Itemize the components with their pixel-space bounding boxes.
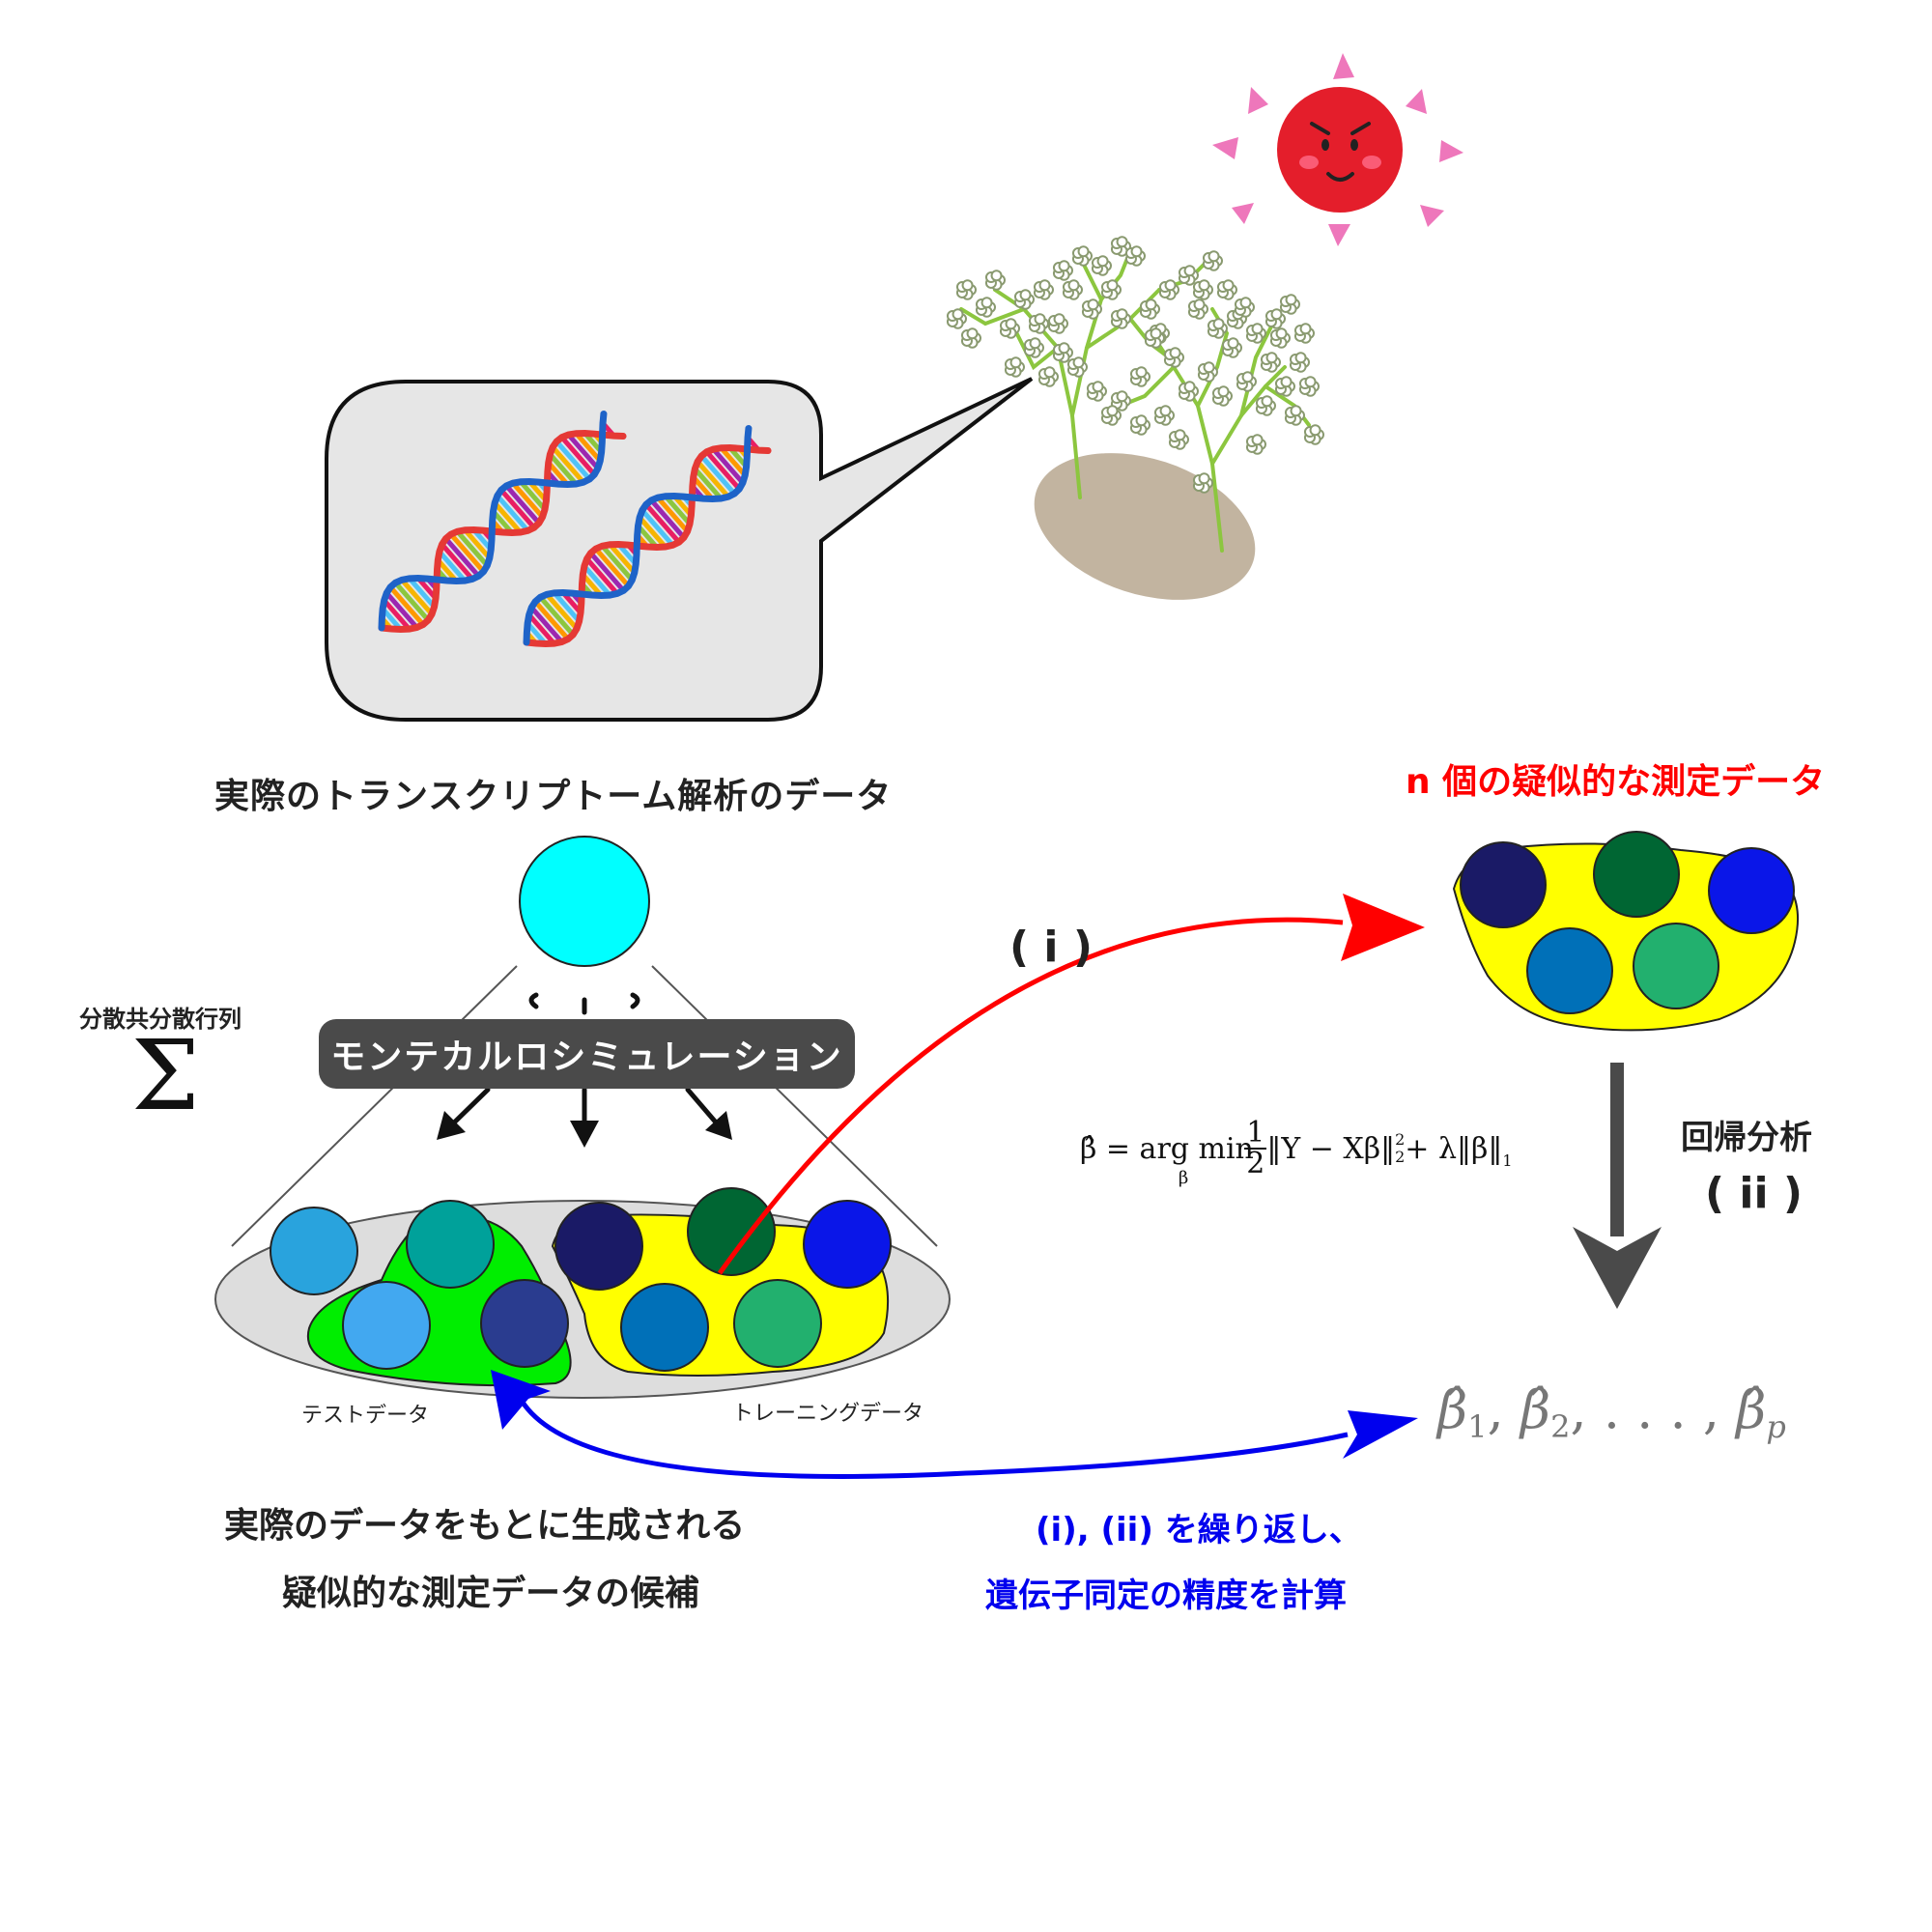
pseudo-data-cluster	[1452, 831, 1799, 1032]
sample-circle	[687, 1187, 776, 1276]
formula-sub: β	[1178, 1168, 1189, 1188]
beta-index-2: 2	[1550, 1408, 1571, 1445]
sample-circle	[1526, 927, 1613, 1014]
pseudo-data-label: n 個の疑似的な測定データ	[1406, 762, 1826, 802]
sigma-symbol: Σ	[131, 1019, 200, 1132]
formula-l1-term: + λ‖β‖	[1405, 1131, 1503, 1166]
sample-circle	[803, 1200, 892, 1289]
cone-line-right	[651, 965, 938, 1247]
repeat-label-line1: (i), (ii) を繰り返し、	[1036, 1511, 1362, 1549]
formula-lhs: β̂ = arg min	[1080, 1131, 1254, 1166]
candidates-label-line2: 疑似的な測定データの候補	[282, 1574, 700, 1613]
step-ii-label: ( ii )	[1705, 1169, 1804, 1218]
sample-circle	[1633, 923, 1719, 1009]
covariance-label: 分散共分散行列	[79, 1006, 242, 1033]
comma: ,	[1487, 1379, 1520, 1440]
formula-sq-sub: 2	[1395, 1148, 1406, 1166]
sample-circle	[554, 1202, 643, 1291]
monte-carlo-label: モンテカルロシミュレーション	[319, 1019, 855, 1089]
regression-label: 回帰分析	[1681, 1119, 1812, 1157]
lasso-formula: β̂ = arg minβ 1 2 ‖Y − Xβ‖ 2 2 + λ‖β‖1	[1080, 1116, 1513, 1189]
sample-circle	[342, 1281, 431, 1370]
repeat-arrow	[491, 1370, 1418, 1479]
step-i-label: ( i )	[1009, 923, 1093, 972]
step-ii-arrow	[1573, 1063, 1662, 1309]
sample-circle	[480, 1279, 569, 1368]
candidates-label-line1: 実際のデータをもとに生成される	[224, 1506, 746, 1546]
source-data-circle	[519, 836, 650, 967]
beta-index-1: 1	[1467, 1408, 1488, 1445]
formula-frac-num: 1	[1244, 1116, 1267, 1150]
sun-icon	[1212, 53, 1463, 246]
training-data-label: トレーニングデータ	[732, 1402, 924, 1426]
beta-hat-p: β̂	[1736, 1379, 1767, 1440]
formula-l1-sub: 1	[1502, 1151, 1513, 1170]
dna-icon	[378, 410, 627, 633]
step-i-arrow	[717, 894, 1425, 1275]
beta-hat-1: β̂	[1437, 1379, 1468, 1440]
plant-icon	[946, 236, 1324, 600]
speech-bubble	[325, 377, 1034, 722]
sample-circles	[270, 1187, 892, 1372]
sample-circle	[733, 1279, 822, 1368]
beta-index-p: p	[1766, 1408, 1786, 1445]
cone-line-left	[231, 965, 518, 1247]
formula-frac-den: 2	[1246, 1147, 1265, 1180]
beta-hat-2: β̂	[1520, 1379, 1551, 1440]
dna-icon	[523, 424, 772, 647]
sample-circle	[406, 1200, 495, 1289]
sampling-arrows	[437, 992, 732, 1148]
sample-circle	[1708, 847, 1795, 934]
formula-norm-term: ‖Y − Xβ‖	[1266, 1131, 1396, 1166]
formula-sq-sup: 2	[1395, 1130, 1406, 1150]
comma: ,	[1570, 1379, 1604, 1440]
ellipsis: . . . ,	[1603, 1379, 1719, 1440]
sample-circle	[1460, 841, 1547, 928]
real-data-label: 実際のトランスクリプトーム解析のデータ	[214, 777, 893, 816]
sample-circle	[270, 1207, 358, 1295]
sample-circle	[620, 1283, 709, 1372]
sample-circle	[1593, 831, 1680, 918]
coefficient-estimates: β̂1, β̂2, . . . , β̂p	[1437, 1379, 1786, 1445]
test-data-label: テストデータ	[301, 1404, 430, 1428]
repeat-label-line2: 遺伝子同定の精度を計算	[985, 1577, 1347, 1615]
